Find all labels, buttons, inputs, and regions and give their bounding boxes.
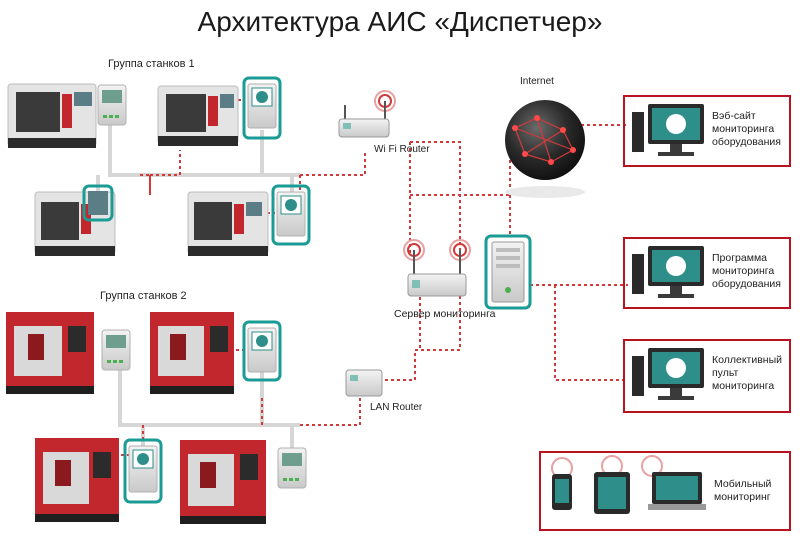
laptop-icon bbox=[641, 455, 706, 510]
machine-group-1 bbox=[7, 76, 311, 256]
monitoring-terminal-icon bbox=[242, 320, 282, 382]
website-client-label: Вэб-сайт мониторинга оборудования bbox=[712, 110, 781, 148]
monitoring-terminal-icon bbox=[277, 447, 307, 489]
lan-router-label: LAN Router bbox=[370, 402, 423, 413]
group-1-label: Группа станков 1 bbox=[108, 58, 195, 70]
desktop-computer-icon bbox=[632, 104, 704, 156]
mobile-client-box bbox=[539, 451, 791, 531]
tablet-icon bbox=[594, 455, 630, 514]
client-boxes bbox=[539, 95, 791, 531]
website-client-box bbox=[623, 95, 791, 167]
program-client-box bbox=[623, 237, 791, 309]
cnc-machine-icon bbox=[180, 440, 266, 524]
monitoring-terminal-icon bbox=[271, 184, 311, 246]
internet-globe-icon bbox=[505, 100, 585, 198]
router-icon bbox=[338, 90, 396, 138]
monitoring-terminal-icon bbox=[82, 184, 114, 222]
cnc-machine-icon bbox=[7, 83, 97, 148]
page-title: Архитектура АИС «Диспетчер» bbox=[197, 6, 603, 37]
router-icon bbox=[403, 239, 471, 297]
monitoring-terminal-icon bbox=[123, 438, 163, 504]
cnc-machine-icon bbox=[35, 438, 119, 522]
group-2-label: Группа станков 2 bbox=[100, 290, 187, 302]
desktop-computer-icon bbox=[632, 246, 704, 298]
smartphone-icon bbox=[551, 457, 573, 510]
program-client-label: Программа мониторинга оборудования bbox=[712, 252, 781, 290]
desktop-computer-icon bbox=[632, 348, 704, 400]
cnc-machine-icon bbox=[157, 85, 239, 146]
router-icon bbox=[345, 369, 383, 397]
machine-group-2 bbox=[6, 312, 307, 524]
console-client-label: Коллективный пульт мониторинга bbox=[712, 354, 782, 392]
monitoring-terminal-icon bbox=[101, 329, 131, 371]
cnc-machine-icon bbox=[187, 191, 269, 256]
wifi-router-label: Wi Fi Router bbox=[374, 144, 430, 155]
server-tower-icon bbox=[484, 234, 532, 310]
console-client-box bbox=[623, 339, 791, 413]
cnc-machine-icon bbox=[6, 312, 94, 394]
internet-label: Internet bbox=[520, 76, 554, 87]
server-label: Сервер мониторинга bbox=[394, 308, 496, 320]
monitoring-terminal-icon bbox=[242, 76, 282, 140]
mobile-client-label: Мобильный мониторинг bbox=[714, 478, 772, 503]
cnc-machine-icon bbox=[150, 312, 234, 394]
monitoring-terminal-icon bbox=[97, 84, 127, 126]
